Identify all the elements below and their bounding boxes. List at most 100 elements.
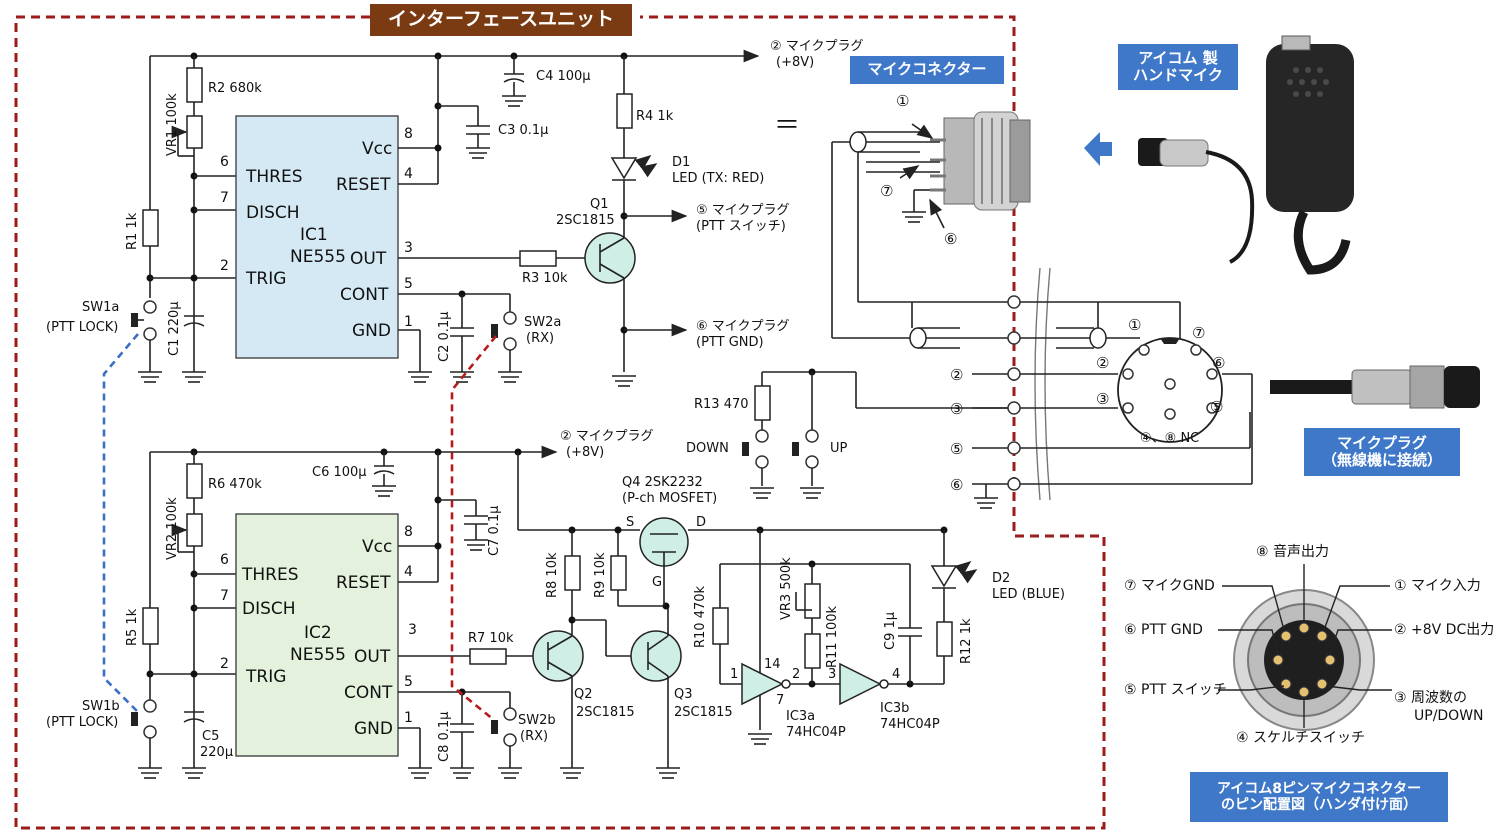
c5-val: 220μ xyxy=(200,745,233,760)
ic2-pin6: 6 xyxy=(220,552,229,568)
ic2-vcc: Vcc xyxy=(362,537,392,557)
row-mark-6: ⑥ xyxy=(950,476,963,494)
c8-label: C8 0.1μ xyxy=(437,712,452,762)
ic1-cont: CONT xyxy=(340,285,389,305)
mic-plug-label-1: マイクプラグ xyxy=(1337,433,1427,452)
plug-pin-48: ④、⑧ NC xyxy=(1140,431,1199,446)
ic2-type: NE555 xyxy=(290,645,346,665)
q4-label: Q4 2SK2232 xyxy=(622,475,703,490)
ic1-pin5: 5 xyxy=(404,276,413,292)
ic1-thres: THRES xyxy=(245,167,303,187)
upper-timer-circuit xyxy=(131,49,760,387)
sw1a-label: SW1a xyxy=(82,300,119,315)
pinout-8: ⑧ 音声出力 xyxy=(1256,543,1329,560)
q2-label: Q2 xyxy=(574,687,593,702)
conn-mark-6: ⑥ xyxy=(944,230,957,248)
ic2-thres: THRES xyxy=(241,565,299,585)
r4-label: R4 1k xyxy=(636,109,674,124)
mic-plug-label-2: （無線機に接続） xyxy=(1321,451,1442,469)
sw1-mechanical-link xyxy=(102,333,139,713)
plug-pin-5: ⑤ xyxy=(1210,398,1223,416)
pinout-title-1: アイコム8ピンマイクコネクター xyxy=(1216,780,1422,797)
r5-label: R5 1k xyxy=(125,608,140,646)
unit-title: インターフェースユニット xyxy=(388,8,614,31)
q1-transistor xyxy=(584,232,636,284)
conn-mark-7: ⑦ xyxy=(880,182,893,200)
q2-transistor xyxy=(532,630,584,682)
plug-pin-7: ⑦ xyxy=(1192,324,1205,342)
ic3b-inverter xyxy=(839,662,882,706)
ic1-pin7: 7 xyxy=(220,190,229,206)
handmic-label-1: アイコム 製 xyxy=(1138,48,1218,67)
ic2-name: IC2 xyxy=(304,623,332,643)
conn-mark-1: ① xyxy=(896,92,909,110)
ic3-pin7: 7 xyxy=(776,693,784,708)
plug-gnd: ⑥ マイクプラグ xyxy=(696,319,790,334)
ic1-ne555 xyxy=(235,115,399,359)
ic1-disch: DISCH xyxy=(246,203,300,223)
ic1-type: NE555 xyxy=(290,247,346,267)
ic2-cont: CONT xyxy=(344,683,393,703)
handmic-label-2: ハンドマイク xyxy=(1133,66,1223,84)
ic3-pin4: 4 xyxy=(892,667,900,682)
row-mark-5: ⑤ xyxy=(950,440,963,458)
ic3a-inverter xyxy=(741,662,784,706)
plug-pin-1: ① xyxy=(1128,316,1141,334)
ic2-pin4: 4 xyxy=(404,564,413,580)
q1-label: Q1 xyxy=(590,197,609,212)
updown-switches xyxy=(742,368,1008,499)
ic1-reset: RESET xyxy=(336,175,391,195)
ic1-pin2: 2 xyxy=(220,258,229,274)
plug-pin-3: ③ xyxy=(1096,390,1109,408)
ic2-pin7: 7 xyxy=(220,588,229,604)
pinout-1: ① マイク入力 xyxy=(1394,578,1481,594)
q4-sub: (P-ch MOSFET) xyxy=(622,491,717,506)
r9-label: R9 10k xyxy=(593,552,608,598)
vr1-label: VR1 100k xyxy=(165,93,180,156)
ic3a-label: IC3a xyxy=(786,709,815,724)
d1-sub: LED (TX: RED) xyxy=(672,171,764,186)
pinout-2: ② +8V DC出力 xyxy=(1394,622,1494,638)
c2-label: C2 0.1μ xyxy=(437,312,452,362)
ic2-trig: TRIG xyxy=(245,667,286,687)
sw2b-label: SW2b xyxy=(518,713,556,728)
unit-boundary xyxy=(14,15,1106,830)
mic-plug-banner: マイクプラグ （無線機に接続） xyxy=(1304,428,1460,476)
sw2b-sub: (RX) xyxy=(520,729,548,744)
connector-wiring xyxy=(831,123,1253,509)
plug8v-bot-sub: (+8V) xyxy=(566,445,604,460)
lower-timer-circuit xyxy=(131,445,978,779)
ic2-out: OUT xyxy=(354,647,391,667)
c6-label: C6 100μ xyxy=(312,465,367,480)
sw1a-sub: (PTT LOCK) xyxy=(46,320,118,335)
plug-ptt-sub: (PTT スイッチ) xyxy=(696,219,786,234)
mic-connector-illustration xyxy=(930,111,1031,211)
r10-label: R10 470k xyxy=(693,585,708,648)
pinout-3-l2: UP/DOWN xyxy=(1414,708,1484,724)
q3-label: Q3 xyxy=(674,687,693,702)
ic2-pin5: 5 xyxy=(404,674,413,690)
ic1-pin1: 1 xyxy=(404,314,413,330)
ic2-ne555 xyxy=(235,513,399,757)
r3-label: R3 10k xyxy=(522,271,568,286)
mic-plug-illustration xyxy=(1270,365,1480,409)
r11-label: R11 100k xyxy=(825,605,840,668)
r2-label: R2 680k xyxy=(208,81,262,96)
ic2-pin2: 2 xyxy=(220,656,229,672)
row-mark-2: ② xyxy=(950,366,963,384)
plug8v-top-sub: (+8V) xyxy=(776,55,814,70)
r1-label: R1 1k xyxy=(125,212,140,250)
d2-sub: LED (BLUE) xyxy=(992,587,1065,602)
ic1-trig: TRIG xyxy=(245,269,286,289)
d2-led xyxy=(930,565,958,588)
ic3b-type: 74HC04P xyxy=(880,717,940,732)
ic2-pin3: 3 xyxy=(408,622,417,638)
pinout-5: ⑤ PTT スイッチ xyxy=(1124,682,1227,698)
c7-label: C7 0.1μ xyxy=(487,506,502,556)
handmic-banner: アイコム 製 ハンドマイク xyxy=(1118,44,1238,90)
ic1-pin3: 3 xyxy=(404,240,413,256)
q3-transistor xyxy=(630,630,682,682)
ic3-pin1: 1 xyxy=(730,667,738,682)
